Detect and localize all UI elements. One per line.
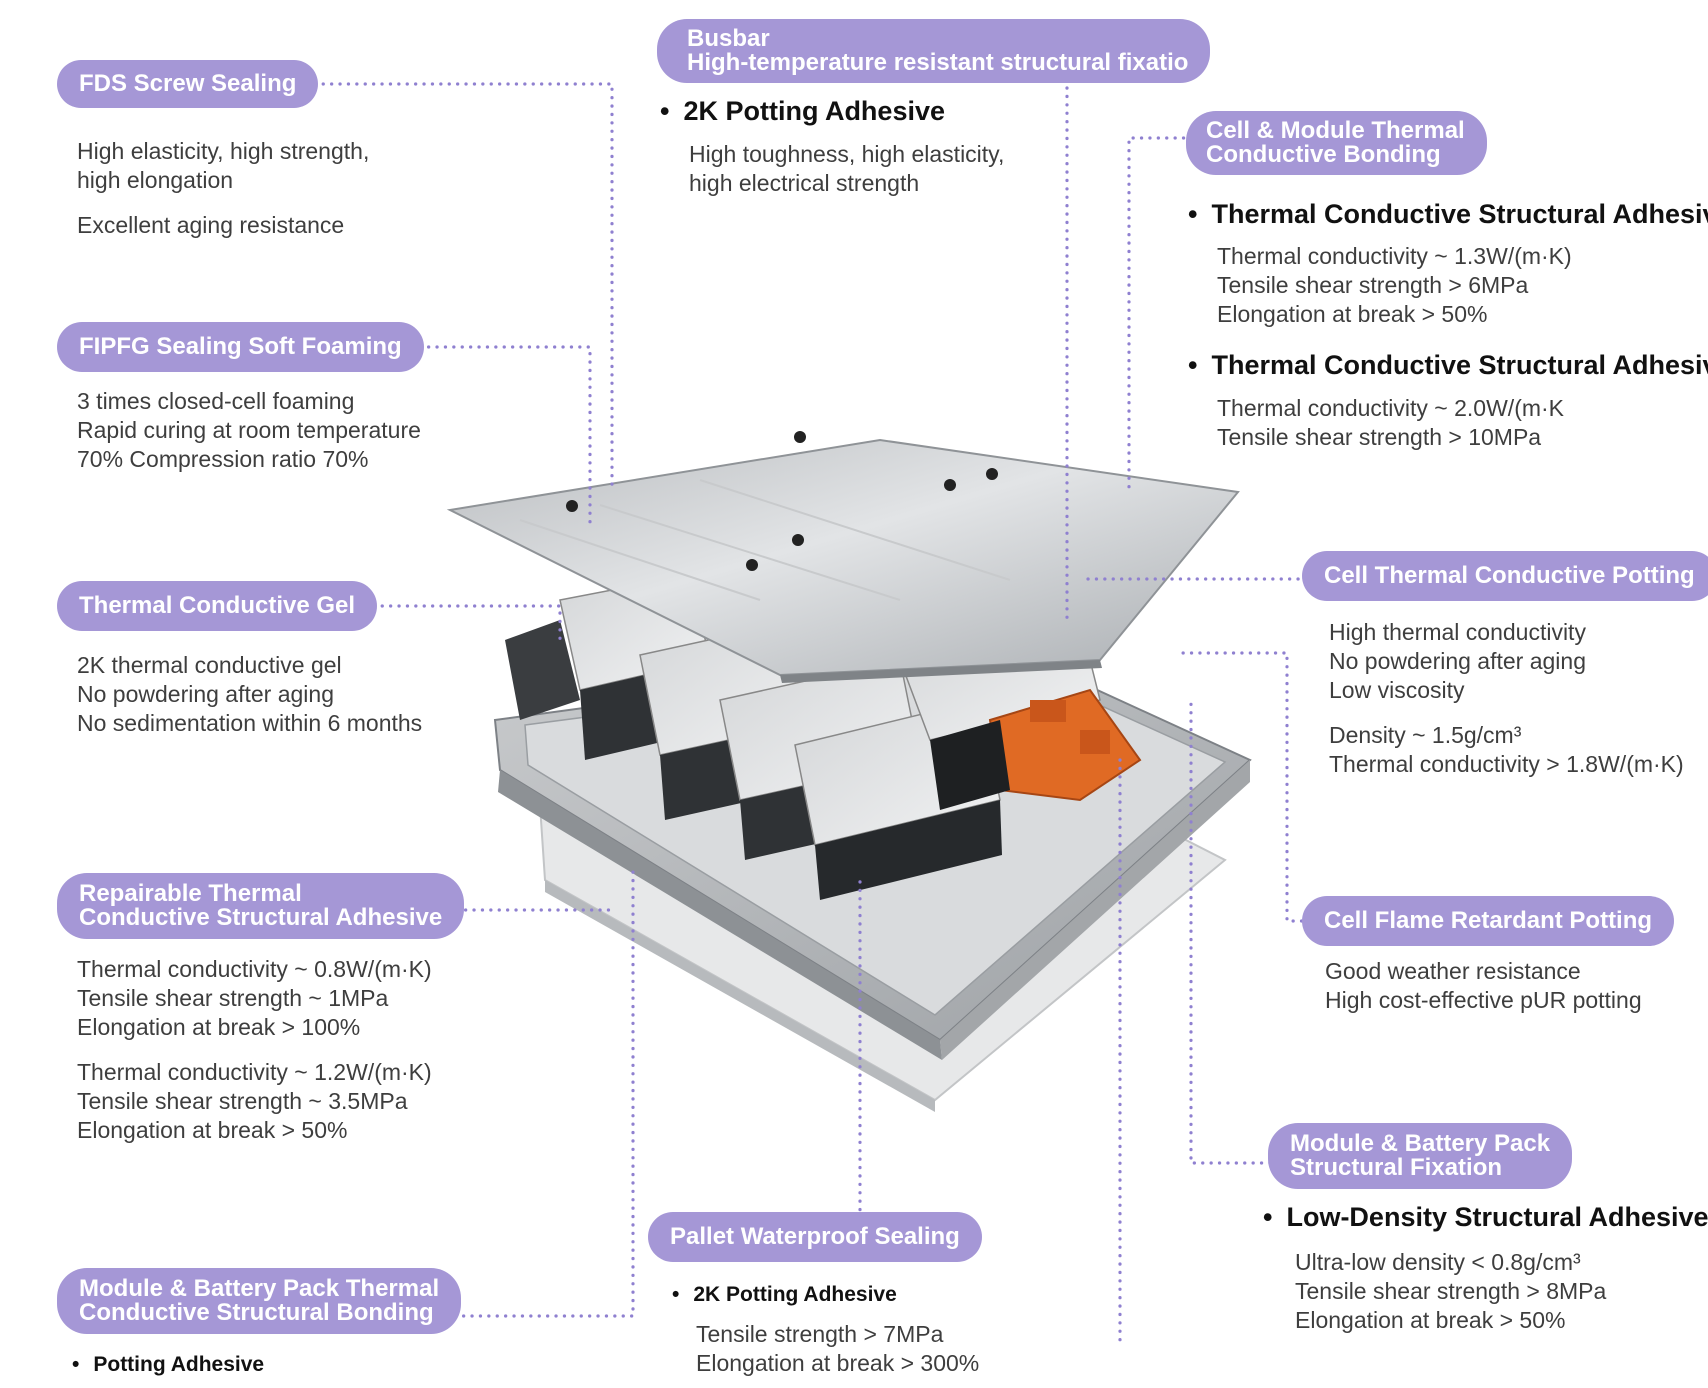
busbar-label-line: Busbar [687,25,770,52]
cell-module-line: Tensile shear strength > 6MPa [1217,272,1529,298]
fipfg-line: Rapid curing at room temperature [77,417,421,443]
leader-module-thermal [428,866,635,1318]
repairable-line: Tensile shear strength ~ 3.5MPa [77,1088,408,1114]
gel-line: No sedimentation within 6 months [77,710,423,736]
fipfg-description: 3 times closed-cell foaming Rapid curing… [77,387,421,474]
repairable-line: Tensile shear strength ~ 1MPa [77,985,389,1011]
busbar-line: High toughness, high elasticity, [689,141,1005,167]
pallet-line: Tensile strength > 7MPa [696,1321,944,1347]
flame-line: Good weather resistance [1325,958,1581,984]
cell-potting-line: Density ~ 1.5g/cm³ [1329,722,1522,748]
leader-fipfg [393,345,592,532]
structural-fix-label-line: Structural Fixation [1290,1154,1503,1181]
cell-module-description-1: Thermal conductivity ~ 1.3W/(m·K) Tensil… [1217,242,1572,329]
cell-potting-label: Cell Thermal Conductive Potting [1302,551,1708,601]
cell-module-line: Tensile shear strength > 10MPa [1217,424,1542,450]
leader-flame [1178,651,1312,923]
orange-electronics [930,688,1142,810]
cell-potting-line: High thermal conductivity [1329,619,1586,645]
fipfg-label-text: FIPFG Sealing Soft Foaming [79,333,402,360]
gel-line: No powdering after aging [77,681,334,707]
fipfg-label: FIPFG Sealing Soft Foaming [57,322,424,372]
cell-module-line: Thermal conductivity ~ 1.3W/(m·K) [1217,243,1572,269]
gel-description: 2K thermal conductive gel No powdering a… [77,651,422,738]
cell-potting-description: High thermal conductivity No powdering a… [1329,618,1684,779]
structural-fix-description: Ultra-low density < 0.8g/cm³ Tensile she… [1295,1248,1606,1335]
repairable-label-line: Repairable Thermal [79,880,302,907]
structural-fix-line: Elongation at break > 50% [1295,1307,1566,1333]
repairable-line: Thermal conductivity ~ 1.2W/(m·K) [77,1059,432,1085]
structural-fix-label-line: Module & Battery Pack [1290,1130,1551,1157]
module-thermal-label-line: Conductive Structural Bonding [79,1299,434,1326]
fds-label-text: FDS Screw Sealing [79,70,297,97]
busbar-label: Busbar High-temperature resistant struct… [657,19,1211,83]
structural-fixation-label: Module & Battery Pack Structural Fixatio… [1268,1123,1573,1189]
pallet-line: Elongation at break > 300% [696,1350,980,1376]
cell-module-bullet-1: Thermal Conductive Structural Adhesive [1188,199,1708,230]
pallet-waterproof-label: Pallet Waterproof Sealing [648,1212,982,1262]
leader-gel [355,604,562,642]
thermal-gel-label: Thermal Conductive Gel [57,581,378,631]
cell-potting-line: Thermal conductivity > 1.8W/(m·K) [1329,751,1684,777]
fds-line: Excellent aging resistance [77,212,345,238]
cell-module-line: Thermal conductivity ~ 2.0W/(m·K [1217,395,1565,421]
flame-label-text: Cell Flame Retardant Potting [1324,907,1653,934]
repairable-line: Elongation at break > 50% [77,1117,348,1143]
flame-description: Good weather resistance High cost-effect… [1325,957,1642,1015]
pallet-bullet: 2K Potting Adhesive [672,1283,896,1307]
pallet-label-text: Pallet Waterproof Sealing [670,1223,960,1250]
fds-screw-sealing-label: FDS Screw Sealing [57,60,319,108]
repairable-label-line: Conductive Structural Adhesive [79,904,443,931]
cell-potting-line: Low viscosity [1329,677,1465,703]
cell-potting-line: No powdering after aging [1329,648,1586,674]
busbar-line: high electrical strength [689,170,920,196]
repairable-line: Elongation at break > 100% [77,1014,361,1040]
cell-module-bullet-2: Thermal Conductive Structural Adhesive [1188,350,1708,381]
repairable-adhesive-label: Repairable Thermal Conductive Structural… [57,873,465,939]
cell-module-label-line: Conductive Bonding [1206,141,1441,168]
repairable-description: Thermal conductivity ~ 0.8W/(m·K) Tensil… [77,955,432,1145]
busbar-bullet: 2K Potting Adhesive [660,96,945,127]
fipfg-line: 70% Compression ratio 70% [77,446,369,472]
module-thermal-label-line: Module & Battery Pack Thermal [79,1275,440,1302]
cell-module-bonding-label: Cell & Module Thermal Conductive Bonding [1186,111,1487,175]
cell-module-label-line: Cell & Module Thermal [1206,117,1465,144]
structural-fix-line: Tensile shear strength > 8MPa [1295,1278,1607,1304]
module-thermal-bullet: Potting Adhesive [72,1353,264,1377]
busbar-label-line: High-temperature resistant structural fi… [687,49,1189,76]
fds-description: High elasticity, high strength, high elo… [77,137,369,240]
cell-module-description-2: Thermal conductivity ~ 2.0W/(m·K Tensile… [1217,394,1564,452]
structural-fix-line: Ultra-low density < 0.8g/cm³ [1295,1249,1581,1275]
module-thermal-bonding-label: Module & Battery Pack Thermal Conductive… [57,1268,462,1334]
repairable-line: Thermal conductivity ~ 0.8W/(m·K) [77,956,432,982]
leader-cell-module [1127,136,1194,492]
gel-label-text: Thermal Conductive Gel [79,592,356,619]
structural-fix-bullet: Low-Density Structural Adhesive [1263,1202,1708,1233]
pallet-description: Tensile strength > 7MPa Elongation at br… [696,1320,979,1378]
fds-line: high elongation [77,167,234,193]
cell-potting-label-text: Cell Thermal Conductive Potting [1324,562,1695,589]
busbar-description: High toughness, high elasticity, high el… [689,140,1004,198]
gel-line: 2K thermal conductive gel [77,652,342,678]
cell-module-line: Elongation at break > 50% [1217,301,1488,327]
flame-line: High cost-effective pUR potting [1325,987,1642,1013]
top-lid [446,431,1240,683]
flame-retardant-label: Cell Flame Retardant Potting [1302,896,1675,946]
fds-line: High elasticity, high strength, [77,138,370,164]
fipfg-line: 3 times closed-cell foaming [77,388,355,414]
leader-structural-fix [1189,698,1272,1165]
